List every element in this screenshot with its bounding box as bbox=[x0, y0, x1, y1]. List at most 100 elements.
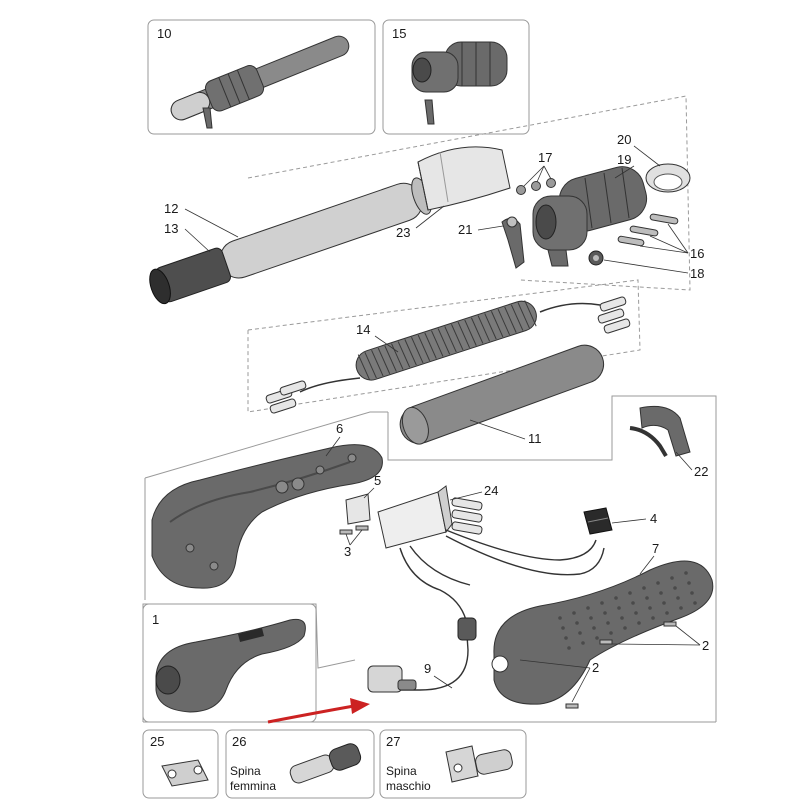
label-6: 6 bbox=[336, 421, 343, 436]
label-9: 9 bbox=[424, 661, 431, 676]
grip-dot bbox=[651, 616, 655, 620]
inset-box-26: 26 Spina femmina bbox=[225, 729, 375, 799]
grip-dot bbox=[595, 636, 599, 640]
grip-dot bbox=[662, 601, 666, 605]
label-26: 26 bbox=[232, 734, 246, 749]
grip-dot bbox=[676, 596, 680, 600]
coil-rib bbox=[384, 345, 397, 372]
grip-dot bbox=[592, 626, 596, 630]
coil-rib bbox=[437, 328, 451, 355]
label-11: 11 bbox=[528, 431, 542, 446]
grip-dot bbox=[670, 576, 674, 580]
label-3: 3 bbox=[344, 544, 351, 559]
grip-dot bbox=[628, 591, 632, 595]
part-4-rocker-switch: 4 bbox=[583, 507, 657, 535]
coil-rib bbox=[424, 332, 437, 359]
grip-dot bbox=[665, 611, 669, 615]
grip-dot bbox=[637, 621, 641, 625]
part-7-handle-shell: 7 bbox=[491, 541, 714, 705]
label-10: 10 bbox=[157, 26, 171, 41]
label-19: 19 bbox=[617, 152, 631, 167]
part-18-nut bbox=[588, 250, 604, 266]
red-arrow-icon bbox=[267, 698, 370, 724]
grip-dot bbox=[600, 601, 604, 605]
grip-dot bbox=[578, 631, 582, 635]
grip-dot bbox=[684, 571, 688, 575]
part-3-screws: 3 bbox=[339, 525, 369, 559]
part-11-tube bbox=[399, 344, 605, 445]
grip-dot bbox=[648, 606, 652, 610]
label-22: 22 bbox=[694, 464, 708, 479]
inset-box-27: 27 Spina maschio bbox=[379, 729, 527, 799]
grip-dot bbox=[690, 591, 694, 595]
part-13-sleeve bbox=[149, 247, 231, 305]
part-5-bracket: 5 bbox=[345, 473, 381, 525]
label-16: 16 bbox=[690, 246, 704, 261]
inset-box-22: 22 bbox=[387, 395, 717, 722]
coil-rib bbox=[504, 306, 517, 333]
label-1: 1 bbox=[152, 612, 159, 627]
label-7: 7 bbox=[652, 541, 659, 556]
coil-rib bbox=[404, 339, 417, 366]
coil-rib bbox=[431, 330, 444, 357]
label-14: 14 bbox=[356, 322, 370, 337]
coil-rib bbox=[457, 321, 471, 348]
grip-dot bbox=[589, 616, 593, 620]
grip-dot bbox=[581, 641, 585, 645]
part-2-screws: 2 2 bbox=[519, 621, 709, 709]
part-17-nuts bbox=[516, 178, 556, 195]
caption-spina-femmina-1: Spina bbox=[230, 764, 261, 778]
coil-rib bbox=[524, 300, 537, 327]
label-2-right: 2 bbox=[702, 638, 709, 653]
part-24-terminal-block: 24 bbox=[377, 483, 498, 549]
grip-dot bbox=[614, 596, 618, 600]
coil-rib bbox=[417, 334, 431, 361]
grip-dot bbox=[575, 621, 579, 625]
label-27: 27 bbox=[386, 734, 400, 749]
coil-rib bbox=[510, 304, 524, 331]
coil-rib bbox=[450, 324, 464, 351]
grip-dot bbox=[693, 601, 697, 605]
grip-dot bbox=[620, 616, 624, 620]
coil-rib bbox=[357, 354, 371, 381]
grip-dot bbox=[623, 626, 627, 630]
grip-dot bbox=[606, 621, 610, 625]
label-25: 25 bbox=[150, 734, 164, 749]
dashed-assembly-frame-top bbox=[247, 95, 691, 413]
label-21: 21 bbox=[458, 222, 472, 237]
part-19-grip-body bbox=[532, 166, 648, 267]
coil-rib bbox=[371, 349, 384, 377]
inset-box-25: 25 bbox=[142, 729, 219, 799]
caption-spina-maschio-1: Spina bbox=[386, 764, 417, 778]
grip-dot bbox=[609, 631, 613, 635]
label-20: 20 bbox=[617, 132, 631, 147]
grip-dot bbox=[673, 586, 677, 590]
grip-dot bbox=[567, 646, 571, 650]
part-14-coiled-cable bbox=[265, 296, 631, 414]
grip-dot bbox=[659, 591, 663, 595]
coil-rib bbox=[364, 352, 377, 379]
grip-dot bbox=[561, 626, 565, 630]
label-13: 13 bbox=[164, 221, 178, 236]
label-5: 5 bbox=[374, 473, 381, 488]
grip-dot bbox=[687, 581, 691, 585]
grip-dot bbox=[572, 611, 576, 615]
part-21-lever bbox=[501, 216, 525, 269]
coil-rib bbox=[517, 302, 530, 329]
coil-rib bbox=[397, 341, 411, 368]
part-23-clip bbox=[417, 146, 511, 211]
coil-rib bbox=[477, 315, 491, 342]
grip-dot bbox=[586, 606, 590, 610]
grip-dot bbox=[679, 606, 683, 610]
part-6-handle-shell: 6 bbox=[144, 411, 388, 589]
coil-rib bbox=[391, 343, 404, 370]
grip-dot bbox=[631, 601, 635, 605]
part-9-cable-plug: 9 bbox=[367, 617, 477, 693]
coil-rib bbox=[497, 308, 511, 336]
coil-rib bbox=[411, 337, 424, 364]
label-18: 18 bbox=[690, 266, 704, 281]
coil-rib bbox=[464, 319, 477, 346]
grip-dot bbox=[564, 636, 568, 640]
label-2-center: 2 bbox=[592, 660, 599, 675]
